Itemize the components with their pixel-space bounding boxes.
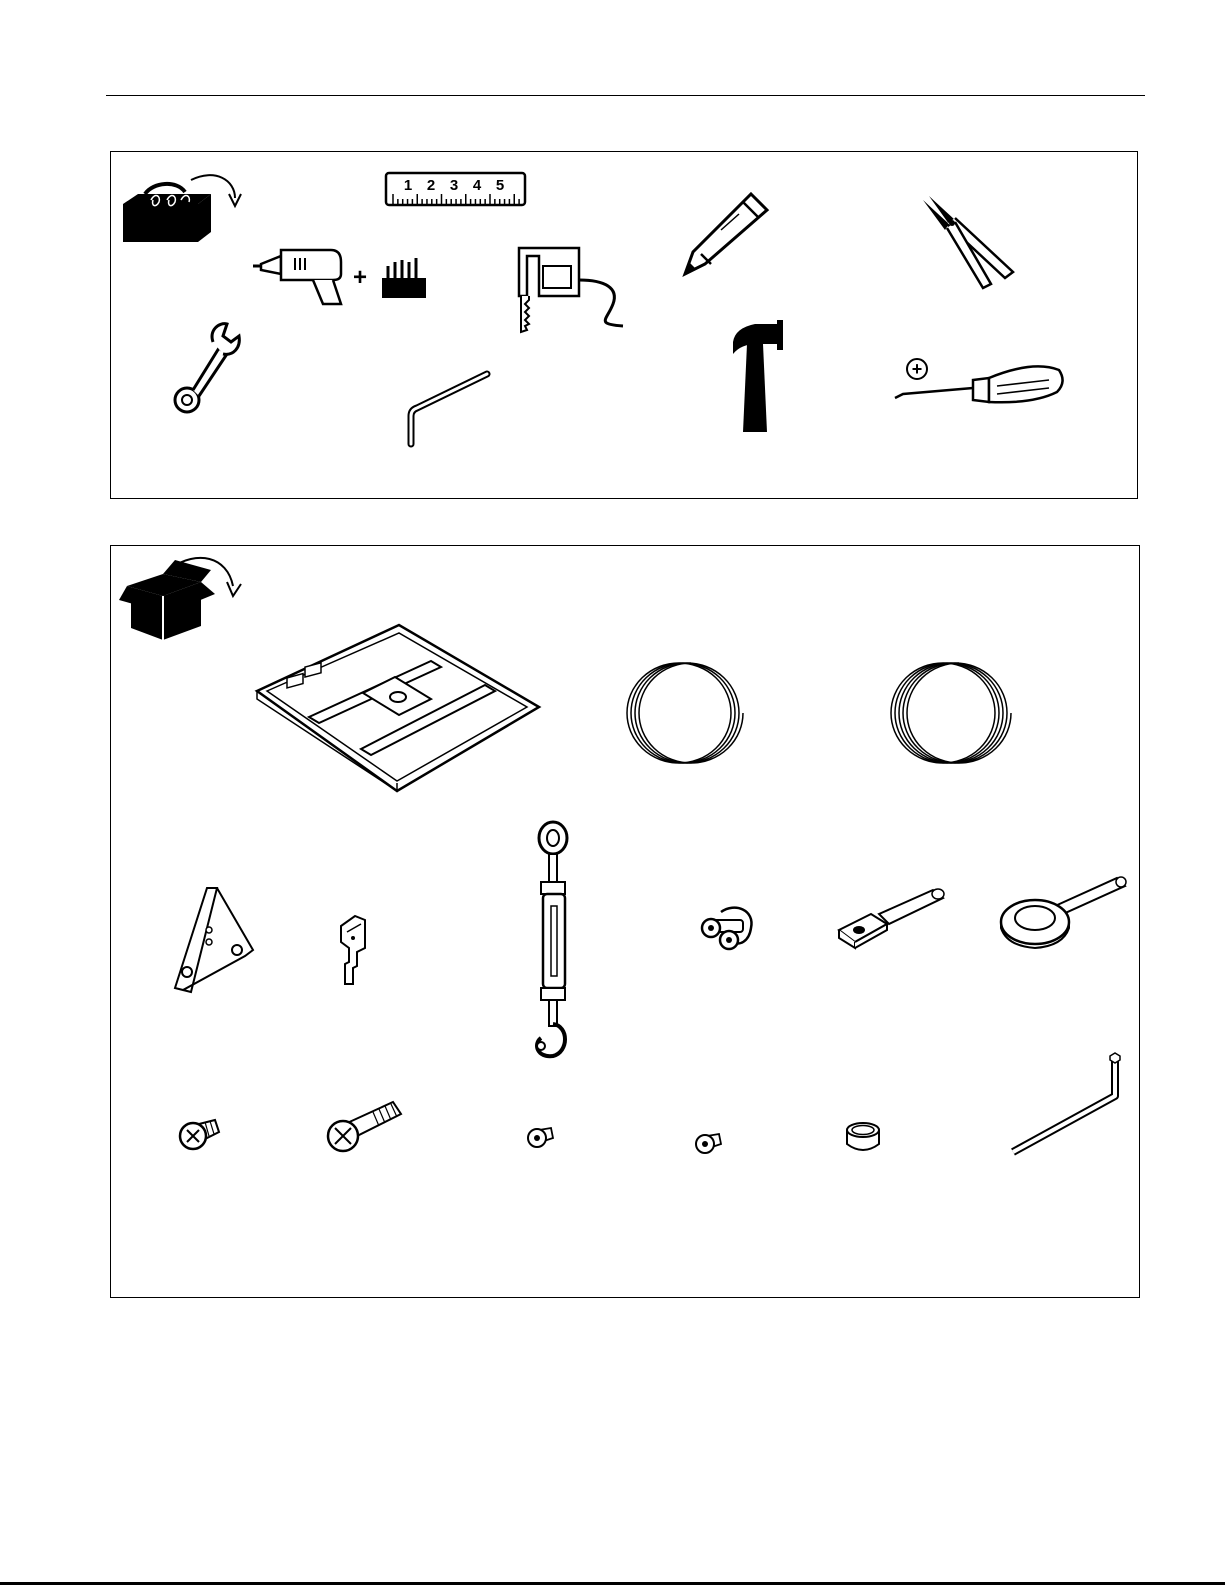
drill-bits-icon <box>380 256 428 300</box>
ruler-number: 4 <box>473 177 482 194</box>
triangle-bracket-icon <box>167 884 257 996</box>
phillips-symbol: + <box>912 359 923 379</box>
plus-symbol: + <box>353 264 367 292</box>
open-box-icon <box>115 556 245 646</box>
jigsaw-icon <box>515 244 625 339</box>
power-drill-icon <box>251 244 359 309</box>
cable-coil-icon <box>887 658 1023 768</box>
header-rule <box>106 95 1145 96</box>
z-clip-icon <box>335 912 371 988</box>
phillips-screwdriver-icon: + <box>893 356 1065 404</box>
button-head-screw-icon <box>693 1130 725 1156</box>
wire-cutters-icon <box>919 194 1019 294</box>
tape-measure-icon: 1 2 3 4 5 <box>385 172 527 208</box>
large-hex-key-icon <box>1007 1052 1129 1162</box>
ring-head-pin-icon <box>999 876 1129 952</box>
hammer-icon <box>727 320 787 436</box>
hex-key-icon <box>405 370 495 450</box>
cable-coil-icon <box>623 658 747 768</box>
parts-included-panel <box>110 545 1140 1298</box>
turnbuckle-icon <box>523 816 585 1068</box>
toolbox-icon <box>111 174 246 249</box>
pencil-icon <box>681 192 771 276</box>
ruler-number: 3 <box>450 177 458 194</box>
open-end-wrench-icon <box>169 322 241 416</box>
tools-required-panel: 1 2 3 4 5 + <box>110 151 1138 499</box>
spacer-ring-icon <box>843 1120 883 1156</box>
button-head-screw-icon <box>525 1124 557 1150</box>
phillips-screw-icon <box>177 1114 223 1156</box>
square-head-pin-icon <box>835 884 947 954</box>
ceiling-plate-icon <box>253 621 543 795</box>
ruler-number: 5 <box>496 177 504 194</box>
wire-rope-clip-icon <box>695 902 759 954</box>
ruler-number: 1 <box>404 177 412 194</box>
ruler-number: 2 <box>427 177 435 194</box>
shoulder-bolt-icon <box>323 1094 403 1156</box>
